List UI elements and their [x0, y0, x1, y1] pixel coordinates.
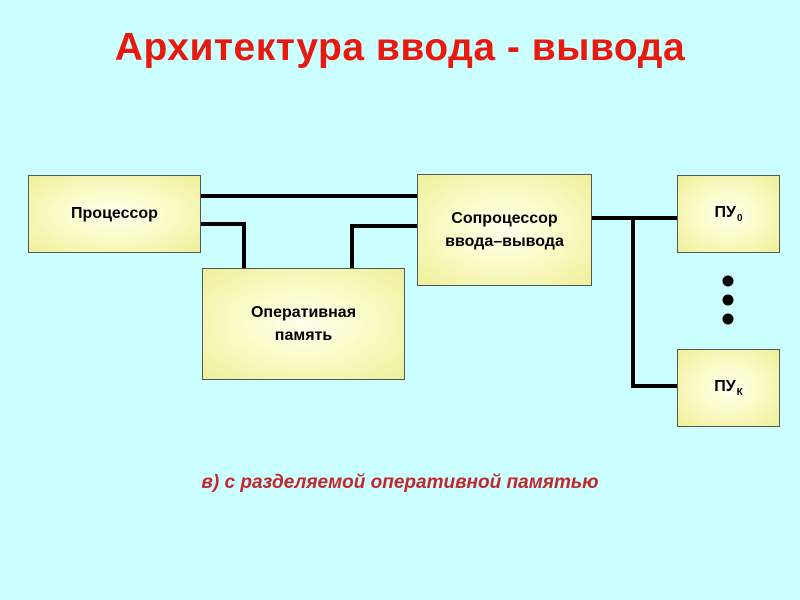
device-puk-subscript: К — [736, 387, 743, 399]
ellipsis-dot-2 — [722, 294, 734, 306]
processor-box: Процессор — [28, 175, 201, 253]
device-puk-box: ПУК — [677, 349, 780, 427]
device-puk-label: ПУК — [714, 378, 743, 399]
device-pu0-box: ПУ0 — [677, 175, 780, 253]
coprocessor-label-line1: Сопроцессор — [451, 209, 558, 227]
wire-ram-coprocessor — [350, 224, 420, 270]
wire-processor-ram — [198, 222, 246, 270]
ram-label-line1: Оперативная — [250, 303, 357, 321]
diagram-title: Архитектура ввода - вывода — [114, 26, 686, 69]
ram-label-line2: память — [274, 327, 333, 344]
diagram-caption: в) с разделяемой оперативной памятью — [201, 472, 599, 493]
processor-label: Процессор — [71, 205, 158, 223]
device-pu0-label: ПУ0 — [714, 204, 743, 225]
ellipsis-dot-1 — [722, 275, 734, 287]
coprocessor-label-line2: ввода–вывода — [445, 233, 564, 250]
ellipsis-dot-3 — [722, 313, 734, 325]
device-pu0-subscript: 0 — [736, 213, 743, 225]
coprocessor-box: Сопроцессор ввода–вывода — [417, 174, 592, 286]
ram-box: Оперативная память — [202, 268, 405, 380]
